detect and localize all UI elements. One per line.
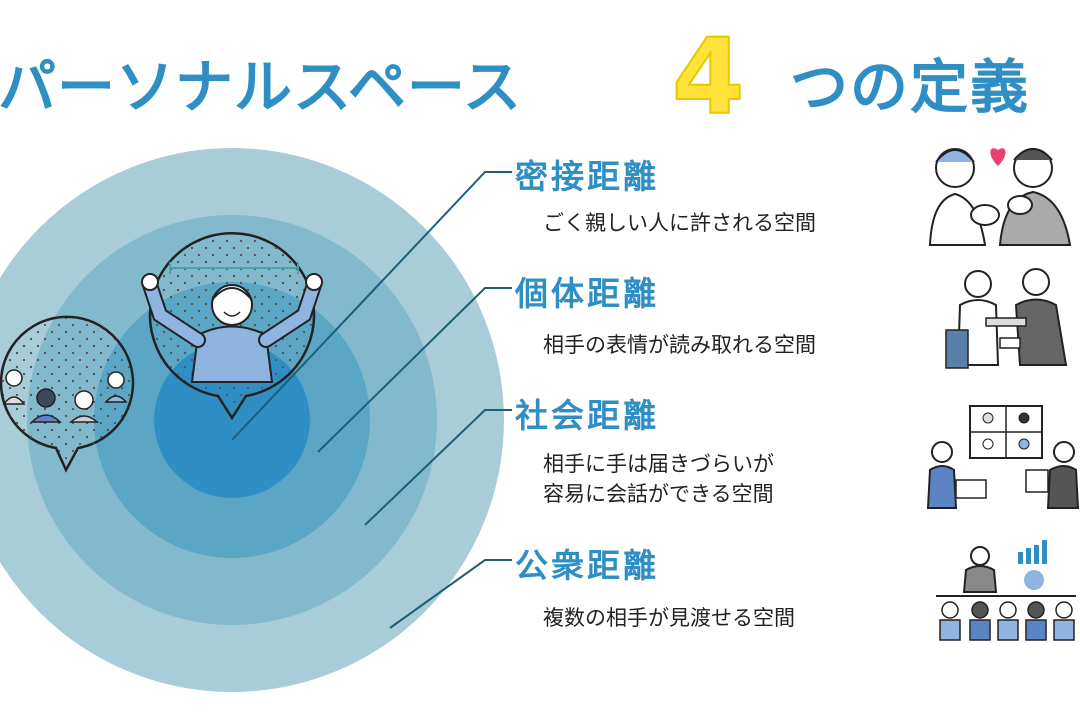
zone-heading-intimate: 密接距離 xyxy=(515,157,659,196)
presentation-audience-icon xyxy=(936,540,1076,641)
leader-line-social xyxy=(364,409,512,526)
leader-line-intimate xyxy=(231,171,512,441)
zone-description-social-line1: 相手に手は届きづらいが xyxy=(543,452,774,476)
zone-heading-public: 公衆距離 xyxy=(515,546,659,585)
zone-description-personal: 相手の表情が読み取れる空間 xyxy=(543,333,816,357)
zone-heading-personal: 個体距離 xyxy=(515,274,659,313)
page-title: パーソナルスペース 4 つの定義 xyxy=(0,15,1080,139)
title-text-before: パーソナルスペース xyxy=(0,53,523,121)
leader-lines xyxy=(231,171,512,629)
leader-line-public xyxy=(389,559,512,629)
zone-description-social-line2: 容易に会話ができる空間 xyxy=(543,482,774,506)
title-number: 4 xyxy=(671,15,745,139)
video-conference-icon xyxy=(926,405,1080,509)
leader-line-personal xyxy=(317,287,512,453)
title-text-after: つの定義 xyxy=(790,53,1031,121)
zone-description-intimate: ごく親しい人に許される空間 xyxy=(543,211,816,235)
handshake-meeting-icon xyxy=(945,268,1068,369)
zone-description-public: 複数の相手が見渡せる空間 xyxy=(543,606,795,630)
zone-heading-social: 社会距離 xyxy=(515,396,659,435)
audience-group-icon xyxy=(0,315,135,473)
waving-person-icon xyxy=(141,232,323,421)
couple-heart-icon xyxy=(928,148,1072,246)
